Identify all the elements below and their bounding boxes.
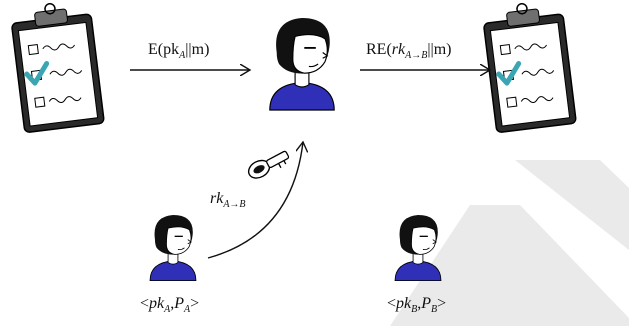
clipboard-document-right-icon (482, 0, 577, 133)
label-user-b-keys: <pkB,PB> (387, 295, 447, 316)
clipboard-document-left-icon (10, 0, 105, 133)
background-band-lower (390, 205, 629, 326)
user-a-person-icon (149, 214, 197, 282)
arrow-rekey (207, 142, 303, 259)
label-rekey: rkA→B (210, 190, 246, 211)
proxy-person-icon (268, 17, 336, 111)
label-reencrypt: RE(rkA→B||m) (366, 41, 452, 62)
background-band-upper (515, 160, 629, 250)
label-user-a-keys: <pkA,PA> (140, 295, 200, 316)
user-b-person-icon (394, 214, 442, 282)
label-encrypt: E(pkA||m) (148, 41, 210, 62)
key-icon (247, 150, 290, 179)
